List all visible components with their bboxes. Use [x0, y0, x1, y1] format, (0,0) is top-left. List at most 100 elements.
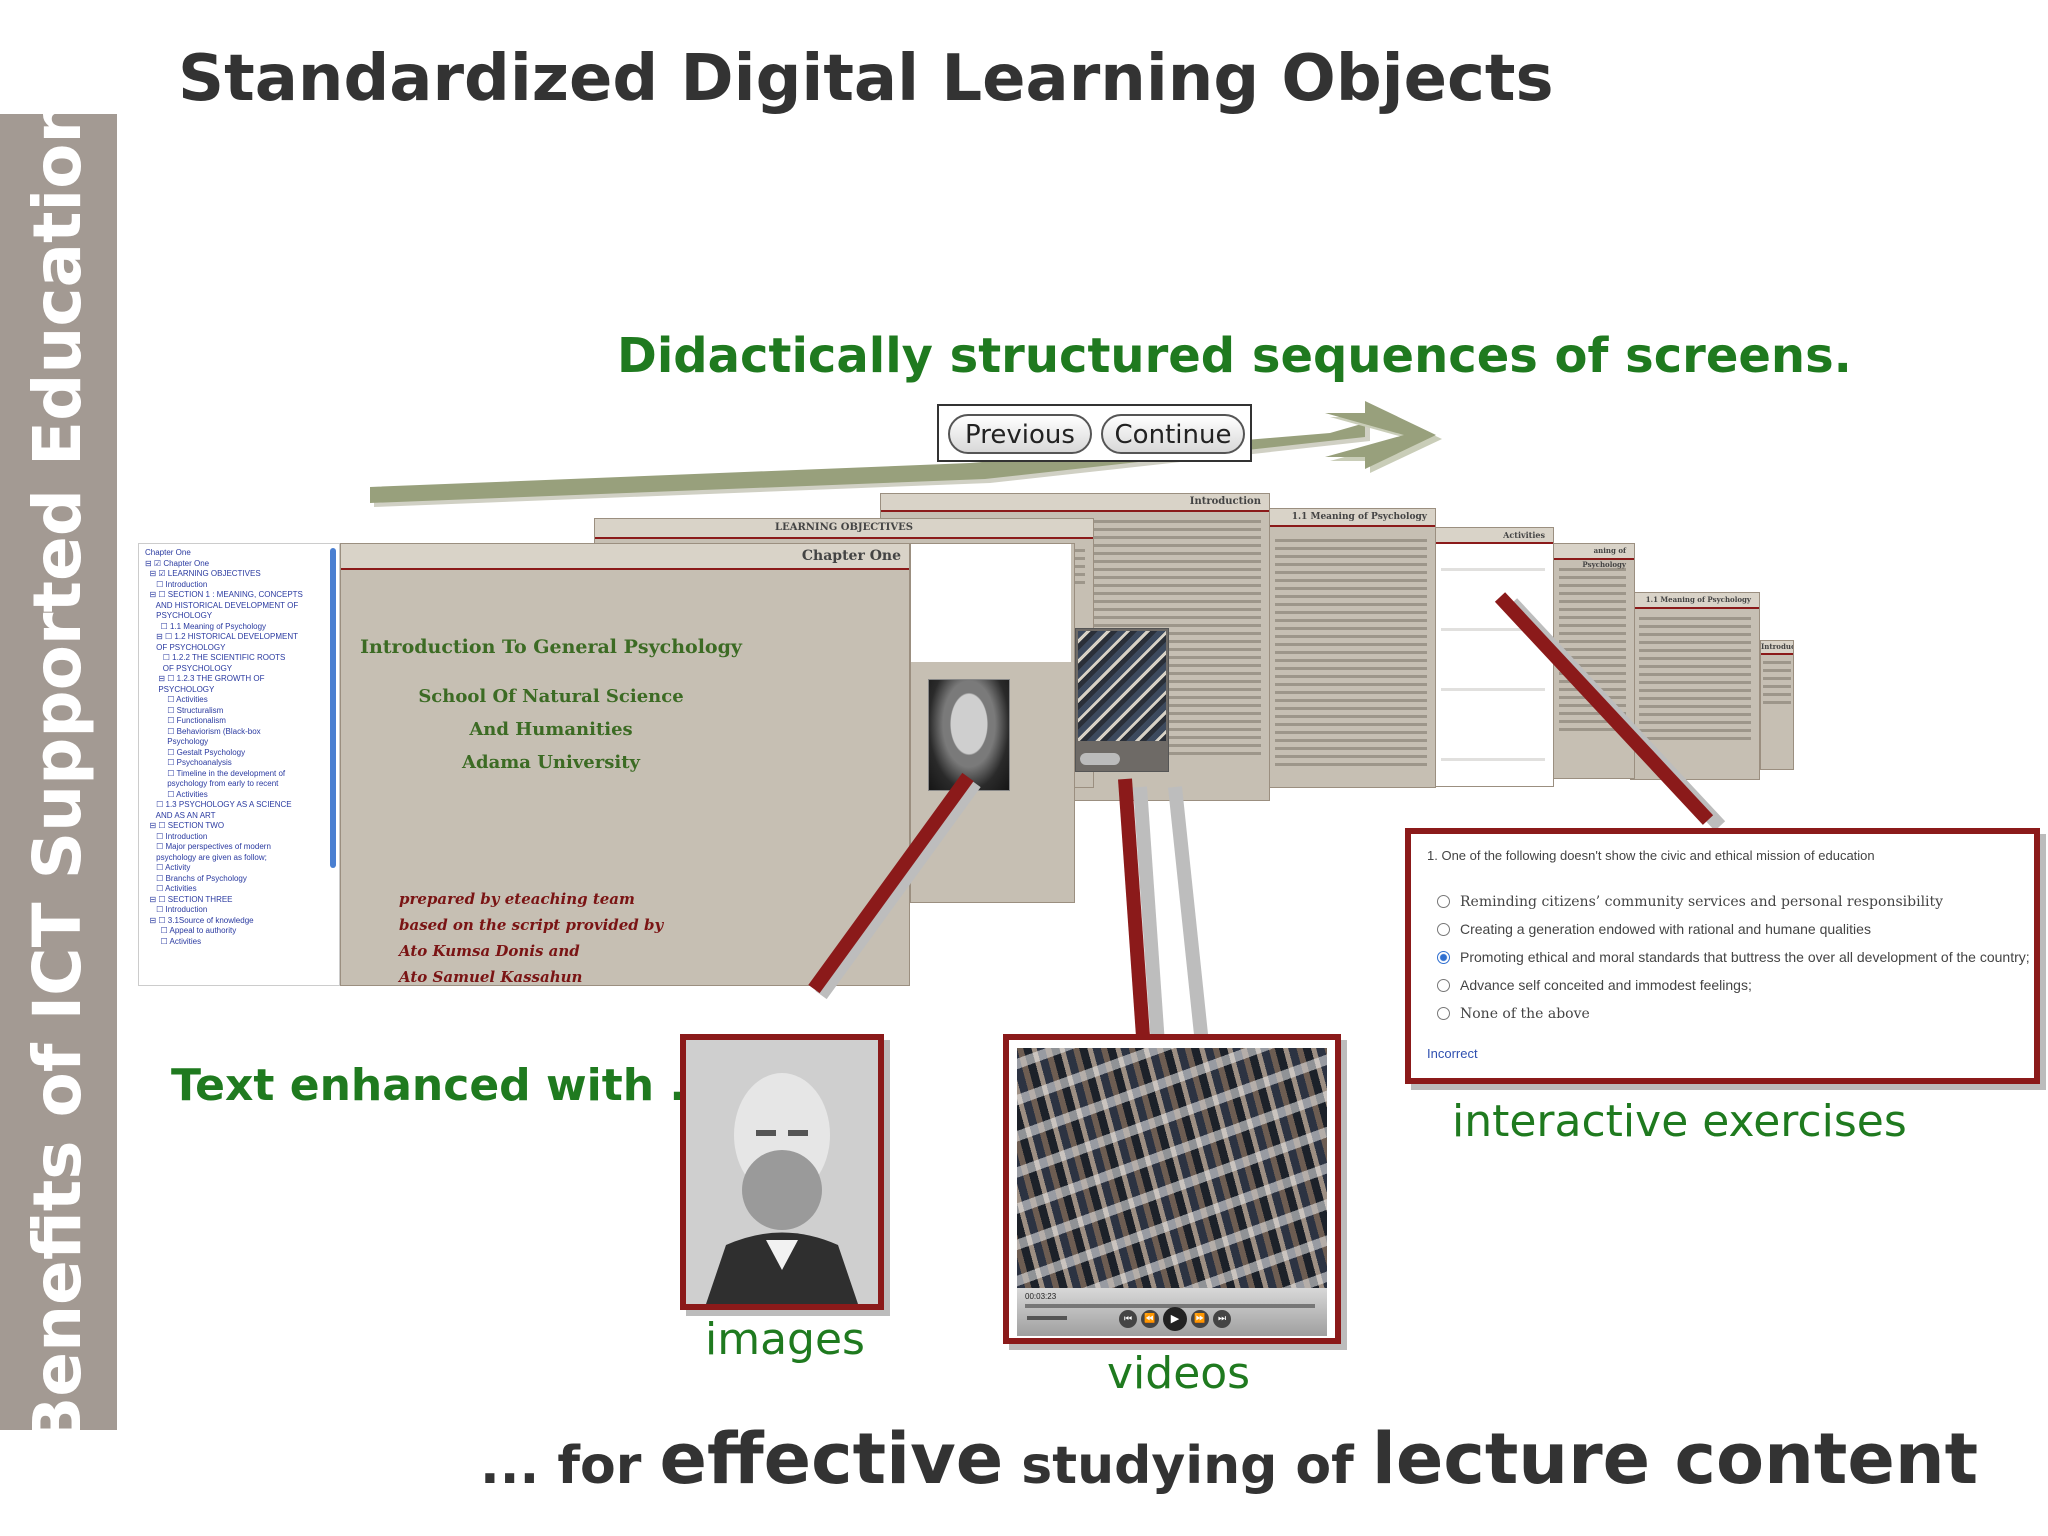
tagline-part: studying of [1003, 1436, 1372, 1496]
tagline-emphasis: lecture content [1371, 1418, 1979, 1500]
tree-item[interactable]: psychology are given as follow; [145, 852, 267, 862]
tree-item[interactable]: ☐ Introduction [145, 579, 208, 589]
radio-icon[interactable] [1437, 1007, 1450, 1020]
videos-label: videos [1107, 1348, 1251, 1399]
sidebar-label: Benefits of ICT Supported Education [19, 96, 96, 1448]
tree-item[interactable]: ☐ Introduction [145, 905, 208, 914]
tree-item[interactable]: OF PSYCHOLOGY [145, 663, 233, 673]
skip-back-icon[interactable]: ⏮ [1119, 1310, 1137, 1328]
tree-item[interactable]: ⊟ ☐ 1.2 HISTORICAL DEVELOPMENT [145, 632, 299, 641]
play-icon[interactable]: ▶ [1163, 1307, 1187, 1331]
quiz-option[interactable]: Reminding citizens’ community services a… [1437, 890, 1943, 912]
radio-icon[interactable] [1437, 979, 1450, 992]
tree-item[interactable]: ⊟ ☑ Chapter One [145, 558, 210, 568]
quiz-option-label: Promoting ethical and moral standards th… [1460, 949, 2030, 965]
tree-item[interactable]: ☐ Major perspectives of modern [145, 842, 271, 851]
quiz-feedback: Incorrect [1427, 1046, 1478, 1061]
credit-line: based on the script provided by [399, 916, 664, 934]
tree-item[interactable]: PSYCHOLOGY [145, 611, 213, 620]
radio-icon[interactable] [1437, 923, 1450, 936]
tree-item[interactable]: ⊟ ☑ LEARNING OBJECTIVES [145, 569, 261, 578]
video-thumbnail [1075, 628, 1169, 772]
tree-item[interactable]: AND HISTORICAL DEVELOPMENT OF [145, 600, 299, 610]
tree-item[interactable]: ⊟ ☐ SECTION TWO [145, 821, 225, 830]
tree-item[interactable]: ☐ Activities [145, 695, 208, 704]
credit-line: prepared by eteaching team [399, 890, 635, 908]
tagline-emphasis: effective [659, 1418, 1004, 1500]
tree-item[interactable]: ☐ Activities [145, 789, 208, 799]
tree-item[interactable]: ☐ Behaviorism (Black-box [145, 726, 261, 736]
tree-item[interactable]: psychology from early to recent [145, 779, 279, 788]
screen-thumbnail: Introduction [1760, 640, 1794, 770]
sidebar-band [0, 114, 117, 1430]
tree-item[interactable]: ⊟ ☐ SECTION 1 : MEANING, CONCEPTS [145, 590, 303, 599]
continue-button[interactable]: Continue [1101, 414, 1245, 454]
tree-item[interactable]: ⊟ ☐ 3.1Source of knowledge [145, 915, 254, 925]
school-line-1: School Of Natural Science [418, 686, 684, 707]
quiz-option-label: Advance self conceited and immodest feel… [1460, 977, 1752, 993]
chapter-tree[interactable]: Chapter One⊟ ☑ Chapter One ⊟ ☑ LEARNING … [138, 543, 340, 986]
tree-item[interactable]: ☐ Timeline in the development of [145, 768, 286, 778]
tree-item[interactable]: ⊟ ☐ SECTION THREE [145, 894, 233, 904]
video-frame: 00:03:23 ⏮ ⏪ ▶ ⏩ ⏭ [1003, 1034, 1341, 1344]
skip-forward-icon[interactable]: ⏭ [1213, 1310, 1231, 1328]
screen-header: Activities [1433, 528, 1553, 544]
progress-arrow-icon [370, 401, 1442, 507]
image-frame [680, 1034, 884, 1310]
tree-item[interactable]: ☐ 1.3 PSYCHOLOGY AS A SCIENCE [145, 800, 292, 809]
tree-item[interactable]: Chapter One [145, 548, 191, 557]
tagline-part: ... for [480, 1436, 660, 1496]
tree-item[interactable]: ⊟ ☐ 1.2.3 THE GROWTH OF [145, 674, 265, 683]
volume-slider[interactable] [1027, 1316, 1067, 1320]
tree-item[interactable]: PSYCHOLOGY [145, 684, 215, 694]
screen-header: Chapter One [341, 544, 909, 570]
tree-item[interactable]: ☐ Psychoanalysis [145, 758, 232, 767]
screen-header: 1.1 Meaning of Psychology [1631, 593, 1759, 609]
tree-item[interactable]: ☐ Activities [145, 884, 197, 893]
connector-shadow [1168, 786, 1210, 1049]
tree-item[interactable]: ☐ 1.1 Meaning of Psychology [145, 621, 267, 631]
chapter-title-screen: Chapter One Introduction To General Psyc… [340, 543, 910, 986]
fast-forward-icon[interactable]: ⏩ [1191, 1310, 1209, 1328]
radio-icon[interactable] [1437, 951, 1450, 964]
radio-icon[interactable] [1437, 895, 1450, 908]
tree-item[interactable]: ☐ Gestalt Psychology [145, 747, 246, 757]
tree-item[interactable]: ☐ Structuralism [145, 705, 224, 715]
screen-thumbnail: 1.1 Meaning of Psychology [1630, 592, 1760, 780]
screen-header: Introduction [881, 494, 1269, 512]
quiz-option[interactable]: Advance self conceited and immodest feel… [1437, 974, 1752, 996]
screen-header: aning of Psychology [1551, 544, 1634, 569]
bottom-tagline: ... for effective studying of lecture co… [480, 1418, 1978, 1500]
tree-item[interactable]: ☐ Appeal to authority [145, 926, 237, 935]
tree-item[interactable]: Psychology [145, 737, 209, 746]
quiz-option[interactable]: Creating a generation endowed with ratio… [1437, 918, 1871, 940]
screen-header: LEARNING OBJECTIVES [595, 519, 1093, 539]
video-frame-image [1017, 1048, 1327, 1288]
scrollbar[interactable] [330, 548, 336, 868]
tree-item[interactable]: ☐ Functionalism [145, 716, 226, 725]
images-label: images [705, 1314, 865, 1365]
quiz-option[interactable]: None of the above [1437, 1002, 1590, 1024]
tree-item[interactable]: ☐ Branchs of Psychology [145, 873, 247, 883]
page-title: Standardized Digital Learning Objects [178, 42, 1554, 116]
tree-item[interactable]: OF PSYCHOLOGY [145, 642, 226, 652]
rewind-icon[interactable]: ⏪ [1141, 1310, 1159, 1328]
school-line-2: And Humanities [469, 719, 633, 740]
course-title: Introduction To General Psychology [360, 636, 742, 658]
previous-button[interactable]: Previous [948, 414, 1092, 454]
quiz-option-label: Reminding citizens’ community services a… [1460, 894, 1944, 910]
tree-item[interactable]: AND AS AN ART [145, 810, 216, 820]
screen-thumbnail: Activities [1432, 527, 1554, 787]
credit-line: Ato Samuel Kassahun [399, 968, 583, 986]
tree-item[interactable]: ☐ Introduction [145, 831, 208, 841]
tree-item[interactable]: ☐ Activities [145, 936, 202, 946]
tree-item[interactable]: ☐ 1.2.2 THE SCIENTIFIC ROOTS [145, 653, 286, 662]
text-enhanced-label: Text enhanced with ... [171, 1060, 720, 1111]
navigation-bar: Previous Continue [937, 404, 1252, 462]
portrait-image-icon [686, 1040, 878, 1304]
video-time: 00:03:23 [1025, 1292, 1057, 1301]
quiz-option[interactable]: Promoting ethical and moral standards th… [1437, 946, 2030, 968]
tree-item[interactable]: ☐ Activity [145, 863, 191, 872]
video-controls[interactable]: 00:03:23 ⏮ ⏪ ▶ ⏩ ⏭ [1017, 1288, 1327, 1336]
quiz-frame: 1. One of the following doesn't show the… [1405, 828, 2040, 1084]
